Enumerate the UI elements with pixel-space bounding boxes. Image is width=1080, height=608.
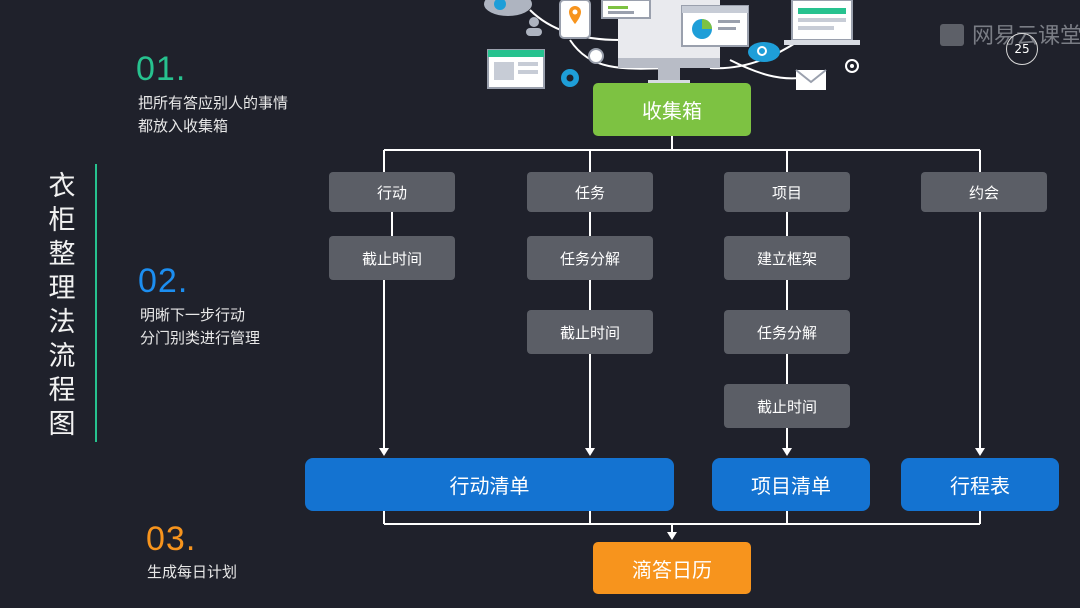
- title-char: 程: [48, 375, 76, 406]
- category-project: 项目: [724, 172, 850, 212]
- project-step-breakdown: 任务分解: [724, 310, 850, 354]
- step-desc-line: 都放入收集箱: [138, 117, 229, 135]
- category-task: 任务: [527, 172, 653, 212]
- action-step-deadline: 截止时间: [329, 236, 455, 280]
- action-list-box: 行动清单: [305, 458, 674, 511]
- title-char: 流: [48, 341, 76, 372]
- step-number-3: 03.: [146, 520, 197, 558]
- title-char: 衣: [48, 171, 76, 202]
- title-char: 法: [48, 307, 76, 338]
- title-char: 图: [48, 409, 76, 440]
- devices-illustration: [484, 0, 860, 90]
- vertical-title: 衣 柜 整 理 法 流 程 图: [44, 170, 80, 442]
- step-desc-1: 把所有答应别人的事情 都放入收集箱: [138, 92, 288, 138]
- project-list-box: 项目清单: [712, 458, 870, 511]
- schedule-box: 行程表: [901, 458, 1059, 511]
- step-desc-line: 明晰下一步行动: [140, 306, 246, 324]
- step-desc-line: 生成每日计划: [147, 563, 238, 581]
- title-char: 理: [48, 273, 76, 304]
- task-step-deadline: 截止时间: [527, 310, 653, 354]
- task-step-breakdown: 任务分解: [527, 236, 653, 280]
- brand-icon: [940, 24, 964, 46]
- category-appointment: 约会: [921, 172, 1047, 212]
- calendar-box: 滴答日历: [593, 542, 751, 594]
- step-number-2: 02.: [138, 262, 189, 300]
- step-desc-2: 明晰下一步行动 分门别类进行管理: [140, 304, 260, 350]
- step-desc-3: 生成每日计划: [147, 561, 237, 584]
- step-number-1: 01.: [136, 50, 187, 88]
- project-step-deadline: 截止时间: [724, 384, 850, 428]
- step-desc-line: 分门别类进行管理: [140, 329, 261, 347]
- project-step-framework: 建立框架: [724, 236, 850, 280]
- page-number: 25: [1006, 33, 1038, 65]
- category-action: 行动: [329, 172, 455, 212]
- inbox-box: 收集箱: [593, 83, 751, 136]
- title-accent-bar: [95, 164, 97, 442]
- title-char: 柜: [48, 205, 76, 236]
- step-desc-line: 把所有答应别人的事情: [138, 94, 289, 112]
- title-char: 整: [48, 239, 76, 270]
